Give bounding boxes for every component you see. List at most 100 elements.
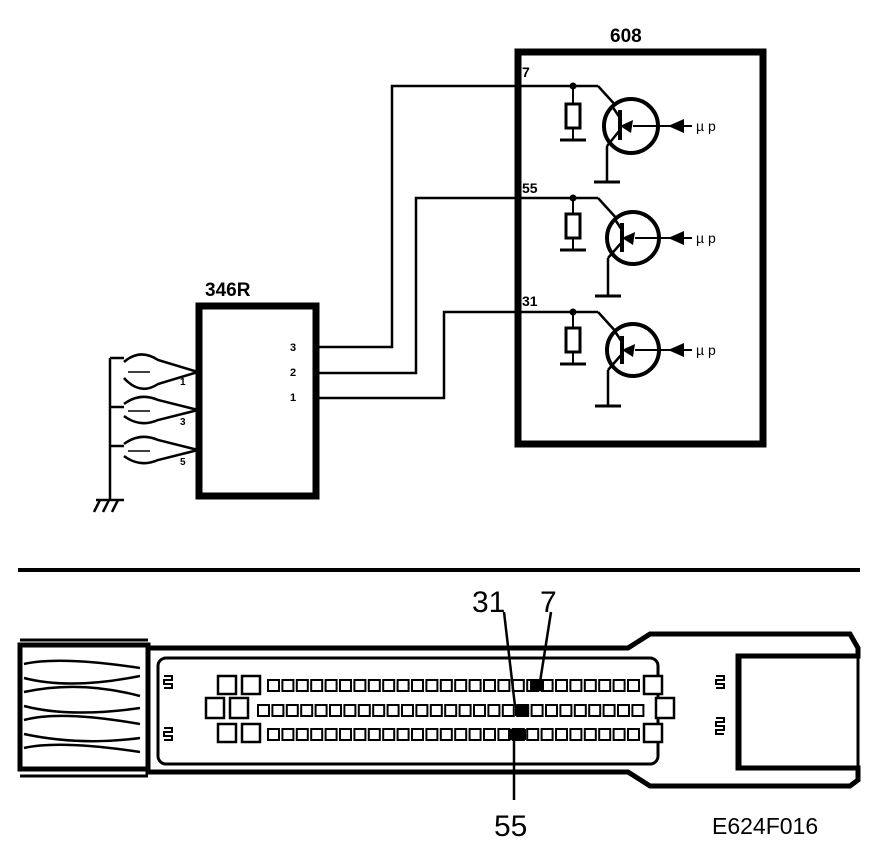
component-id-label: 346R [205,280,251,301]
pin-cavity [631,704,645,717]
ecu-608: 608 7 µ p 55 [514,26,767,448]
input-arrow [668,119,684,133]
pin-cavity [382,728,396,741]
connector-latch [738,654,860,770]
ecu-pin-label-31: 31 [522,293,538,309]
pin-cavity [267,679,280,692]
pin-cavity [483,728,496,741]
pin-cavity [401,704,414,717]
pin-cavity [353,728,367,741]
pin-cavity [511,679,525,692]
sensor-pin-label-3: 3 [180,417,186,428]
micro-label: µ p [696,118,716,134]
pin-cavity [444,704,458,717]
pin-cavity [555,728,568,741]
pin-cavity [281,728,295,741]
driver-stage-pin-31: 31 µ p [518,293,716,408]
harness-wires [316,84,518,400]
pin-cavity [483,679,496,692]
pin-cavity [367,679,381,692]
pin-cavity [271,704,285,717]
pin-cavity [497,728,511,741]
pin-cavity [429,704,443,717]
component-pin-label-3: 3 [290,342,296,354]
pin-cavity [329,704,342,717]
pin-cavity [267,728,280,741]
pin-cavity [324,728,338,741]
component-pin-label-1: 1 [290,392,296,404]
pin-cavity [386,704,400,717]
pin-cavity [396,728,410,741]
pin-cavity [598,728,612,741]
connector-label-31: 31 [472,586,505,619]
coding-blocks [204,674,676,744]
pin-cavity [324,679,338,692]
pin-cavity [281,679,295,692]
sensor-pin-label-5: 5 [180,457,186,468]
micro-label: µ p [696,230,716,246]
pin-cavity [569,679,583,692]
pin-cavity [497,679,511,692]
pin-cavity [473,704,486,717]
wire-pin3-to-7 [316,84,518,349]
pin-31-highlight [515,705,529,716]
figure-code: E624F016 [712,813,818,839]
pin-cavity [540,728,554,741]
component-box [195,302,320,500]
pin-cavity [583,679,597,692]
pin-cavity [415,704,429,717]
connector-label-55: 55 [494,810,527,843]
pin-cavity [454,679,468,692]
pin-cavity [454,728,468,741]
pin-cavity [310,728,324,741]
pin-cavity [598,679,612,692]
input-arrow [668,231,684,245]
pin-cavity [396,679,410,692]
pin-cavity [545,704,558,717]
pin-cavity [588,704,602,717]
pin-cavity [314,704,328,717]
pin-rows [257,679,645,741]
pin-cavity [627,728,640,741]
pin-cavity [573,704,587,717]
pin-cavity [530,704,544,717]
pin-cavity [617,704,630,717]
pin-cavity [357,704,371,717]
pin-cavity [295,679,309,692]
wire-pin2-to-55 [316,196,518,375]
micro-label: µ p [696,342,716,358]
pin-cavity [367,728,381,741]
pin-cavity [343,704,357,717]
pin-cavity [468,679,482,692]
pin-cavity [612,679,626,692]
chassis-ground-icon [92,498,124,513]
pin-cavity [555,679,568,692]
pull-up-resistor [564,102,582,130]
pin-cavity [411,728,424,741]
pin-cavity [295,728,309,741]
pin-cavity [559,704,573,717]
pin-cavity [300,704,314,717]
pin-55-highlight [508,729,526,740]
ecu-connector: 31 7 55 [17,586,861,843]
pull-up-resistor [564,326,582,354]
pin-cavity [339,679,352,692]
guide-slots [163,675,725,741]
pin-cavity [439,679,453,692]
pin-cavity [339,728,352,741]
driver-stage-pin-7: 7 µ p [518,64,716,184]
pin-7-highlight [530,680,544,691]
connector-label-7: 7 [540,586,557,619]
wire-pin1-to-31 [316,310,518,400]
component-346r: 346R 3 2 1 1 3 5 [92,280,320,513]
pin-cavity [310,679,324,692]
pin-cavity [602,704,616,717]
pin-cavity [612,728,626,741]
input-arrow [668,343,684,357]
leader-lines [502,611,553,800]
driver-stage-pin-55: 55 µ p [518,180,716,298]
ecu-box [514,48,767,448]
pin-cavity [569,728,583,741]
pin-cavity [425,728,439,741]
